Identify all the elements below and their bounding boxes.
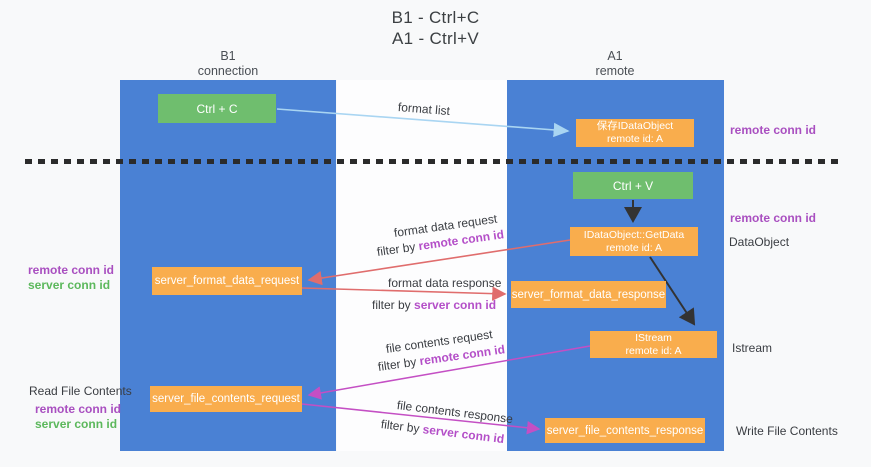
idataobject-getdata-box: IDataObject::GetData remote id: A: [570, 227, 698, 256]
b1-column-header: B1 connection: [120, 49, 336, 79]
save-idataobject-line1: 保存IDataObject: [596, 120, 674, 132]
server-file-contents-request-label: server_file_contents_request: [152, 393, 300, 405]
b1-remote-conn-id-2: remote conn id: [35, 402, 122, 416]
ctrl-v-box: Ctrl + V: [573, 172, 693, 199]
format-data-response-label: format data response: [388, 276, 502, 290]
server-format-data-request-label: server_format_data_request: [154, 275, 300, 287]
a1-column-header: A1 remote: [507, 49, 723, 79]
b1-server-conn-id-2: server conn id: [35, 417, 118, 431]
b1-name: B1: [220, 49, 236, 63]
ctrl-v-label: Ctrl + V: [612, 178, 654, 193]
remote-conn-id-label-mid: remote conn id: [730, 211, 817, 225]
istream-line1: IStream: [635, 331, 672, 344]
title-line-1: B1 - Ctrl+C: [391, 8, 480, 27]
remote-conn-id-label-top: remote conn id: [730, 123, 817, 137]
getdata-line1: IDataObject::GetData: [583, 228, 685, 241]
istream-line2: remote id: A: [625, 344, 682, 357]
b1-server-conn-id-1: server conn id: [28, 278, 111, 292]
save-idataobject-box: 保存IDataObject remote id: A: [576, 119, 694, 147]
server-file-contents-request-box: server_file_contents_request: [150, 386, 302, 412]
server-format-data-request-box: server_format_data_request: [152, 267, 302, 295]
filter-id-2: server conn id: [414, 298, 497, 312]
a1-role: remote: [595, 64, 635, 78]
ctrl-c-label: Ctrl + C: [196, 101, 238, 116]
ctrl-c-box: Ctrl + C: [158, 94, 276, 123]
format-data-response-filter: filter by server conn id: [372, 298, 496, 312]
b1-remote-conn-id-1: remote conn id: [28, 263, 115, 277]
dashed-separator: [25, 159, 843, 164]
a1-name: A1: [607, 49, 623, 63]
dataobject-label: DataObject: [729, 235, 790, 249]
write-file-contents-label: Write File Contents: [736, 424, 838, 438]
b1-role: connection: [197, 64, 259, 78]
istream-box: IStream remote id: A: [590, 331, 717, 358]
lane-gap: [337, 80, 507, 451]
save-idataobject-line2: remote id: A: [606, 133, 664, 145]
server-format-data-response-label: server_format_data_response: [511, 288, 666, 301]
server-file-contents-response-label: server_file_contents_response: [546, 424, 704, 437]
getdata-line2: remote id: A: [605, 241, 663, 254]
read-file-contents-label: Read File Contents: [29, 384, 132, 398]
diagram-title: B1 - Ctrl+C A1 - Ctrl+V: [0, 7, 871, 49]
server-file-contents-response-box: server_file_contents_response: [545, 418, 705, 443]
istream-side-label: Istream: [732, 341, 773, 355]
server-format-data-response-box: server_format_data_response: [511, 281, 666, 308]
title-line-2: A1 - Ctrl+V: [392, 29, 479, 48]
filter-by-text-2: filter by: [372, 298, 415, 312]
